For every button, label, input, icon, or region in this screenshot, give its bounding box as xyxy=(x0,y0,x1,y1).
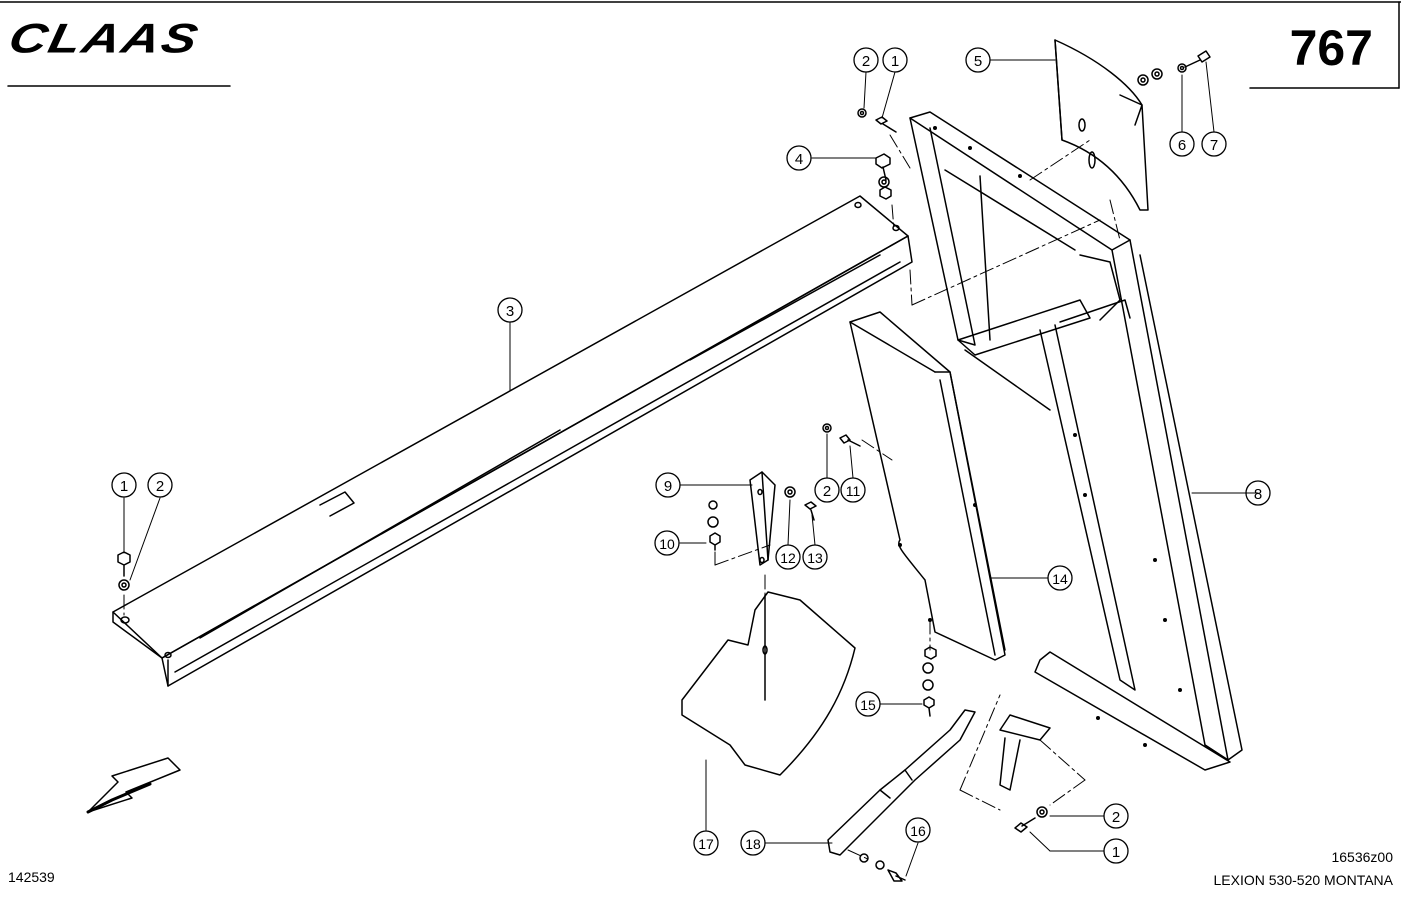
callout-1: 2 xyxy=(853,47,879,73)
callout-3: 5 xyxy=(965,47,991,73)
leader-lines xyxy=(123,59,1259,877)
callout-4: 6 xyxy=(1169,131,1195,157)
svg-text:18: 18 xyxy=(745,836,761,852)
page-number: 767 xyxy=(1289,20,1373,76)
svg-text:2: 2 xyxy=(156,478,164,495)
part-3-side-panel xyxy=(112,195,913,687)
svg-text:1: 1 xyxy=(1112,844,1120,861)
callout-13: 10 xyxy=(654,530,680,556)
svg-text:14: 14 xyxy=(1052,571,1068,587)
svg-text:16: 16 xyxy=(910,823,926,839)
direction-arrow-shade xyxy=(86,782,152,814)
svg-text:2: 2 xyxy=(823,483,831,500)
svg-text:17: 17 xyxy=(698,836,714,852)
svg-text:2: 2 xyxy=(1112,809,1120,826)
part-9-bracket xyxy=(749,471,776,566)
svg-text:3: 3 xyxy=(506,303,514,320)
callout-2: 1 xyxy=(882,47,908,73)
svg-text:10: 10 xyxy=(659,536,675,552)
bolt xyxy=(887,869,906,882)
document-number: 142539 xyxy=(8,869,55,885)
callout-8: 2 xyxy=(814,477,840,503)
part-17-flap xyxy=(681,591,856,776)
model-name: LEXION 530-520 MONTANA xyxy=(1213,872,1393,888)
svg-text:11: 11 xyxy=(846,483,861,499)
bolt xyxy=(1014,817,1036,833)
callout-15: 14 xyxy=(1047,565,1073,591)
direction-arrow-icon xyxy=(87,757,181,813)
svg-text:13: 13 xyxy=(807,550,823,566)
callout-14: 8 xyxy=(1245,480,1271,506)
callout-17: 17 xyxy=(693,830,719,856)
svg-text:7: 7 xyxy=(1210,137,1218,154)
part-8-frame xyxy=(909,111,1243,771)
bolt xyxy=(875,153,891,181)
hardware xyxy=(117,50,1211,882)
callout-22: 1 xyxy=(111,472,137,498)
lower-bracket xyxy=(999,714,1051,791)
callout-23: 2 xyxy=(147,472,173,498)
callout-11: 12 xyxy=(775,544,801,570)
assembly-lines xyxy=(123,134,1121,861)
svg-text:15: 15 xyxy=(860,697,876,713)
svg-text:6: 6 xyxy=(1178,137,1186,154)
hex-nut xyxy=(879,186,892,200)
callout-18: 18 xyxy=(740,830,766,856)
bolt xyxy=(875,116,897,133)
bolt xyxy=(839,434,861,447)
svg-text:12: 12 xyxy=(780,550,796,566)
callout-6: 4 xyxy=(786,145,812,171)
bolt xyxy=(1184,50,1211,68)
callout-5: 7 xyxy=(1201,131,1227,157)
washer-group xyxy=(118,63,1187,870)
svg-text:4: 4 xyxy=(795,151,803,168)
part-18-strip xyxy=(827,709,976,856)
part-5-bracket xyxy=(1054,39,1149,211)
bolt xyxy=(709,532,721,551)
callout-21: 1 xyxy=(1103,838,1129,864)
callout-19: 16 xyxy=(905,817,931,843)
part-14-side-panel xyxy=(849,311,1006,661)
bolt xyxy=(923,696,935,717)
callout-9: 11 xyxy=(840,477,866,503)
svg-text:1: 1 xyxy=(891,53,899,70)
svg-text:9: 9 xyxy=(664,478,672,495)
svg-text:8: 8 xyxy=(1254,486,1262,503)
callouts: 2 1 5 6 7 4 3 2 11 9 12 13 10 8 14 15 17… xyxy=(111,47,1271,864)
svg-text:1: 1 xyxy=(120,478,128,495)
callout-10: 9 xyxy=(655,472,681,498)
figure-code: 16536z00 xyxy=(1331,849,1393,865)
svg-text:5: 5 xyxy=(974,53,982,70)
callout-16: 15 xyxy=(855,691,881,717)
bolt xyxy=(804,501,817,521)
callout-12: 13 xyxy=(802,544,828,570)
callout-20: 2 xyxy=(1103,803,1129,829)
callout-7: 3 xyxy=(497,297,523,323)
svg-text:2: 2 xyxy=(862,53,870,70)
bolt xyxy=(117,551,131,577)
